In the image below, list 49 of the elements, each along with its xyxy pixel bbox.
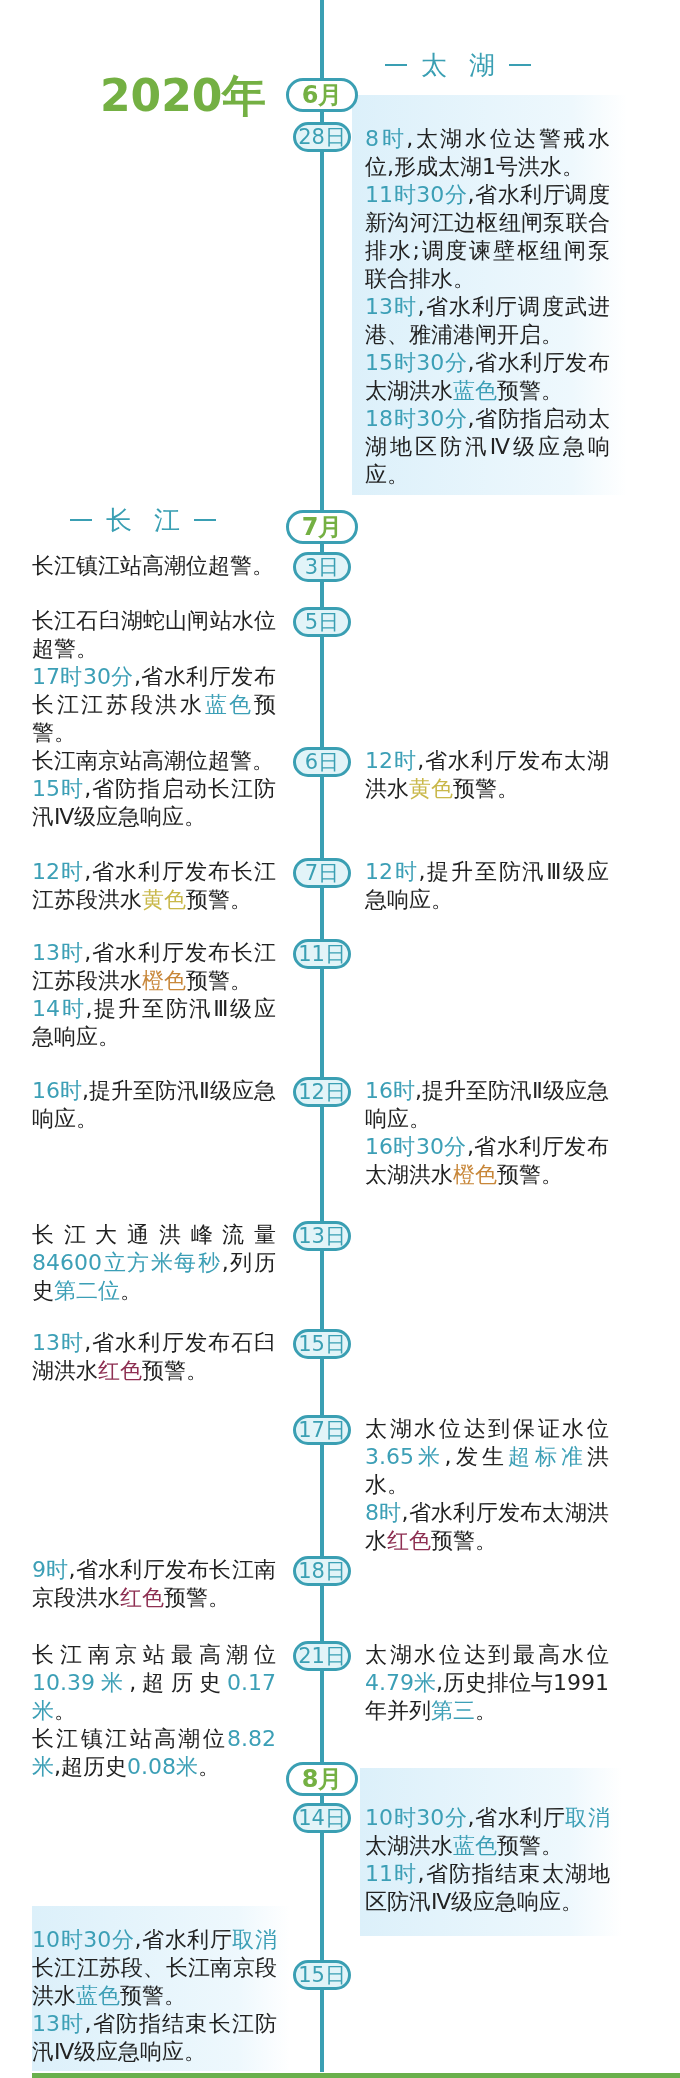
column-heading: 太湖 <box>385 50 531 80</box>
event-text: 太湖水位达到最高水位4.79米,历史排位与1991年并列第三。 <box>365 1641 609 1725</box>
event-text: 长江石臼湖蛇山闸站水位超警。 <box>32 607 276 663</box>
event-text: 13时,省防指结束长江防汛Ⅳ级应急响应。 <box>32 2010 277 2066</box>
event-text: 11时30分,省水利厅调度新沟河江边枢纽闸泵联合排水;调度谏壁枢纽闸泵联合排水。 <box>365 181 610 293</box>
date-pill: 14日 <box>293 1803 351 1833</box>
event-text: 12时,省水利厅发布太湖洪水黄色预警。 <box>365 747 609 803</box>
event-text: 长江镇江站高潮位超警。 <box>32 552 275 580</box>
date-pill: 28日 <box>293 122 351 152</box>
event-text: 长江镇江站高潮位8.82米,超历史0.08米。 <box>32 1725 276 1781</box>
event-text: 16时,提升至防汛Ⅱ级应急响应。 <box>32 1077 276 1133</box>
date-pill: 7日 <box>293 858 351 888</box>
event-text: 13时,省水利厅发布石臼湖洪水红色预警。 <box>32 1329 276 1385</box>
event-text: 18时30分,省防指启动太湖地区防汛Ⅳ级应急响应。 <box>365 405 610 489</box>
event-text: 15时,省防指启动长江防汛Ⅳ级应急响应。 <box>32 775 276 831</box>
event-text: 13时,省水利厅发布长江江苏段洪水橙色预警。 <box>32 939 276 995</box>
date-pill: 15日 <box>293 1960 351 1990</box>
month-pill: 8月 <box>286 1762 358 1796</box>
event-text: 17时30分,省水利厅发布长江江苏段洪水蓝色预警。 <box>32 663 276 747</box>
date-pill: 3日 <box>293 552 351 582</box>
year-heading: 2020年 <box>100 70 267 122</box>
date-pill: 5日 <box>293 607 351 637</box>
event-text: 8时,省水利厅发布太湖洪水红色预警。 <box>365 1499 609 1555</box>
column-heading: 长江 <box>70 505 216 535</box>
event-text: 11时,省防指结束太湖地区防汛Ⅳ级应急响应。 <box>365 1860 610 1916</box>
event-text: 8时,太湖水位达警戒水位,形成太湖1号洪水。 <box>365 125 610 181</box>
date-pill: 12日 <box>293 1077 351 1107</box>
date-pill: 17日 <box>293 1415 351 1445</box>
event-text: 16时,提升至防汛Ⅱ级应急响应。 <box>365 1077 609 1133</box>
date-pill: 6日 <box>293 747 351 777</box>
event-text: 10时30分,省水利厅取消长江江苏段、长江南京段洪水蓝色预警。 <box>32 1926 277 2010</box>
event-text: 太湖水位达到保证水位3.65米,发生超标准洪水。 <box>365 1415 609 1499</box>
event-text: 12时,省水利厅发布长江江苏段洪水黄色预警。 <box>32 858 276 914</box>
event-text: 14时,提升至防汛Ⅲ级应急响应。 <box>32 995 276 1051</box>
event-text: 16时30分,省水利厅发布太湖洪水橙色预警。 <box>365 1133 609 1189</box>
event-text: 10时30分,省水利厅取消太湖洪水蓝色预警。 <box>365 1804 610 1860</box>
date-pill: 21日 <box>293 1641 351 1671</box>
event-text: 13时,省水利厅调度武进港、雅浦港闸开启。 <box>365 293 610 349</box>
month-pill: 7月 <box>286 510 358 544</box>
date-pill: 13日 <box>293 1221 351 1251</box>
date-pill: 18日 <box>293 1556 351 1586</box>
event-text: 9时,省水利厅发布长江南京段洪水红色预警。 <box>32 1556 276 1612</box>
event-text: 15时30分,省水利厅发布太湖洪水蓝色预警。 <box>365 349 610 405</box>
event-text: 12时,提升至防汛Ⅲ级应急响应。 <box>365 858 609 914</box>
date-pill: 15日 <box>293 1329 351 1359</box>
event-text: 长江大通洪峰流量84600立方米每秒,列历史第二位。 <box>32 1221 276 1305</box>
date-pill: 11日 <box>293 939 351 969</box>
month-pill: 6月 <box>286 78 358 112</box>
event-text: 长江南京站高潮位超警。 <box>32 747 275 775</box>
